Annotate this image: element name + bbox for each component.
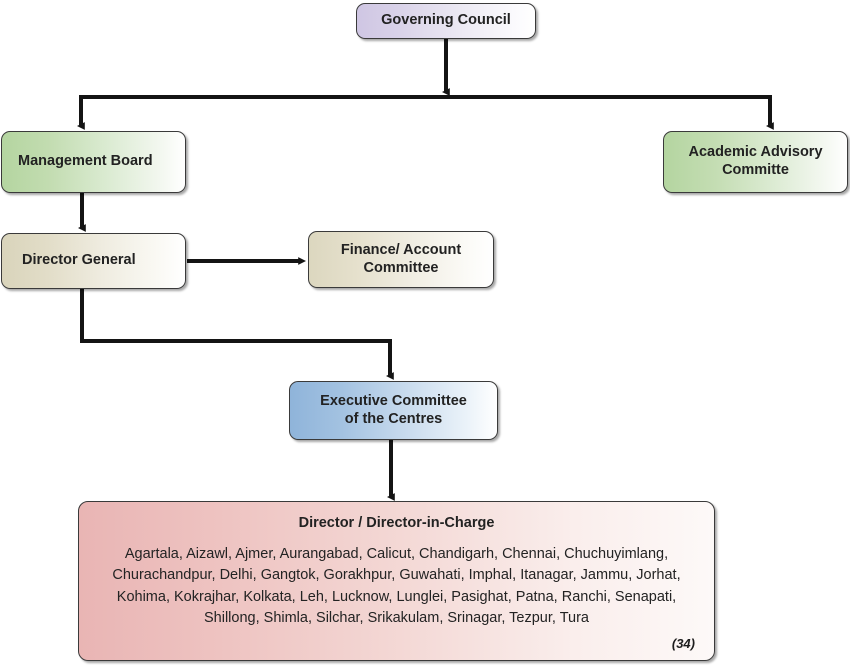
node-management-board-label: Management Board: [18, 153, 153, 170]
edge-director-general-to-executive-committee: [80, 289, 394, 380]
node-finance-account-committee[interactable]: Finance/ Account Committee: [308, 231, 494, 288]
node-director-in-charge[interactable]: Director / Director-in-Charge Agartala, …: [78, 501, 715, 661]
node-director-in-charge-centres-list: Agartala, Aizawl, Ajmer, Aurangabad, Cal…: [112, 545, 681, 627]
node-management-board[interactable]: Management Board: [1, 131, 186, 193]
node-governing-council-label: Governing Council: [381, 12, 511, 29]
node-director-general-label: Director General: [22, 252, 136, 269]
node-director-in-charge-count: (34): [671, 636, 695, 652]
node-governing-council[interactable]: Governing Council: [356, 3, 536, 39]
node-director-in-charge-title: Director / Director-in-Charge: [298, 515, 495, 531]
node-executive-committee-of-the-centres[interactable]: Executive Committee of the Centres: [289, 381, 498, 440]
node-director-general[interactable]: Director General: [1, 233, 186, 289]
node-academic-advisory-committee-label: Academic Advisory Committe: [688, 144, 823, 178]
node-finance-account-committee-label: Finance/ Account Committee: [340, 241, 462, 276]
node-academic-advisory-committee[interactable]: Academic Advisory Committe: [663, 131, 848, 193]
node-executive-committee-label: Executive Committee of the Centres: [320, 392, 467, 427]
